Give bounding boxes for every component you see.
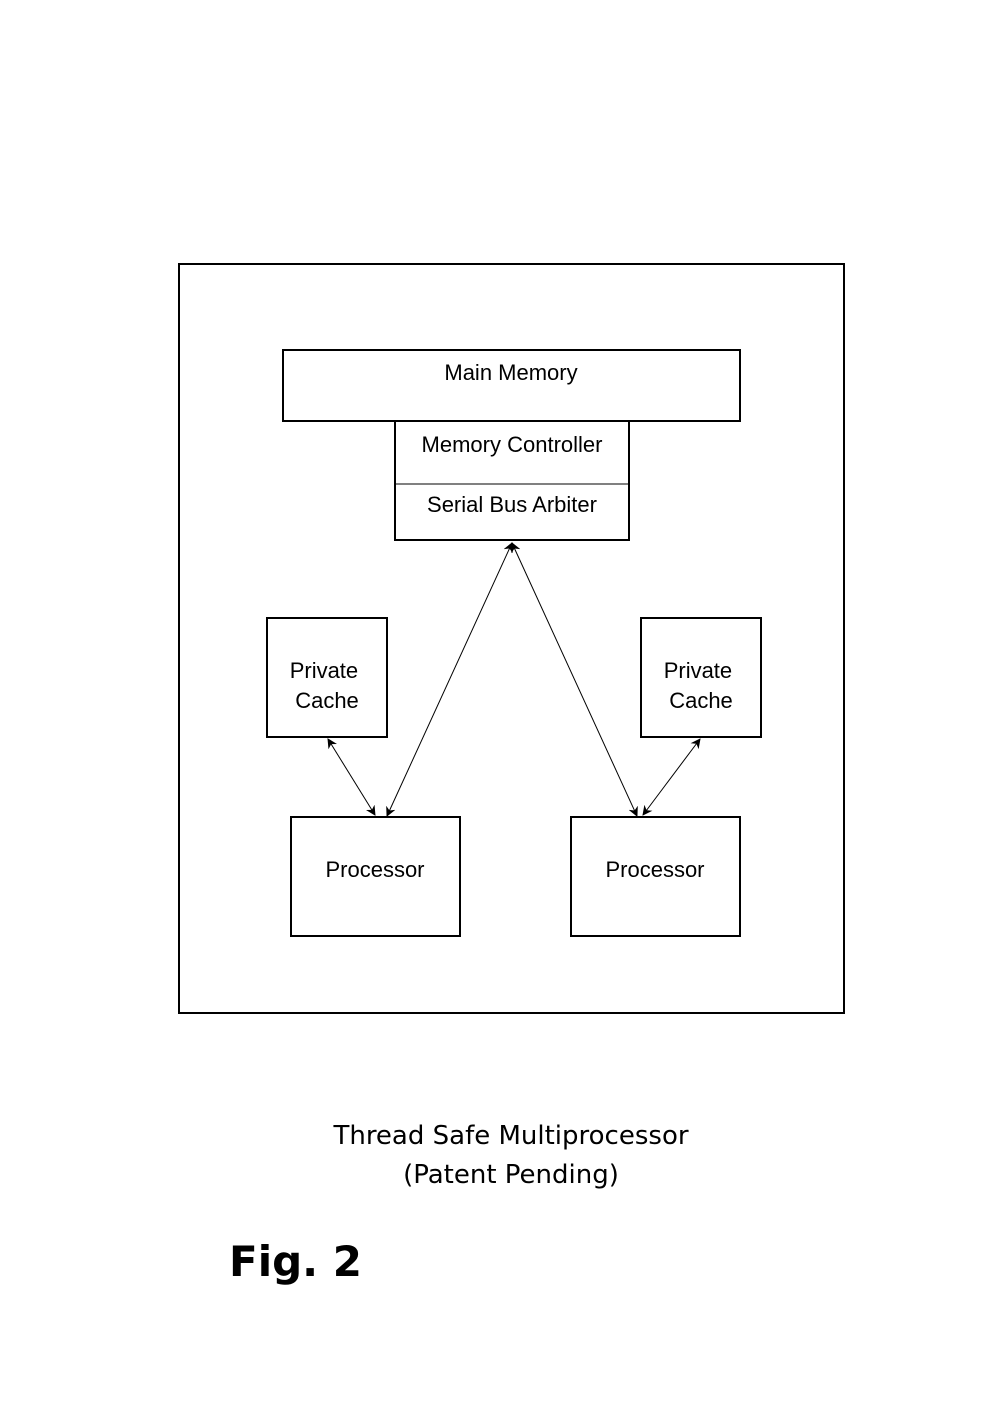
processor-left-label: Processor (325, 857, 424, 882)
serial-bus-arbiter-label: Serial Bus Arbiter (427, 492, 597, 517)
figure-label: Fig. 2 (229, 1237, 362, 1286)
private-cache-right-line-1: Private (664, 658, 732, 683)
arrow-arbiter-processor-right (511, 542, 638, 817)
processor-right-label: Processor (605, 857, 704, 882)
private-cache-left-line-2: Cache (295, 688, 359, 713)
private-cache-right-label: Private Cache (664, 658, 739, 713)
private-cache-left-box (266, 617, 388, 738)
arrow-cache-left-processor-left (327, 738, 376, 816)
private-cache-right-box (640, 617, 762, 738)
memory-controller-box (394, 420, 630, 541)
arrow-cache-right-processor-right (642, 738, 701, 816)
processor-right-box (570, 816, 741, 937)
private-cache-left-line-1: Private (290, 658, 358, 683)
private-cache-right-line-2: Cache (669, 688, 733, 713)
caption-title: Thread Safe Multiprocessor (333, 1121, 689, 1151)
processor-left-box (290, 816, 461, 937)
arrow-arbiter-processor-left (386, 542, 513, 817)
memory-controller-label: Memory Controller (422, 432, 603, 457)
main-memory-box (282, 349, 741, 422)
caption-subtitle: (Patent Pending) (403, 1160, 619, 1190)
main-memory-label: Main Memory (444, 360, 577, 385)
private-cache-left-label: Private Cache (290, 658, 365, 713)
